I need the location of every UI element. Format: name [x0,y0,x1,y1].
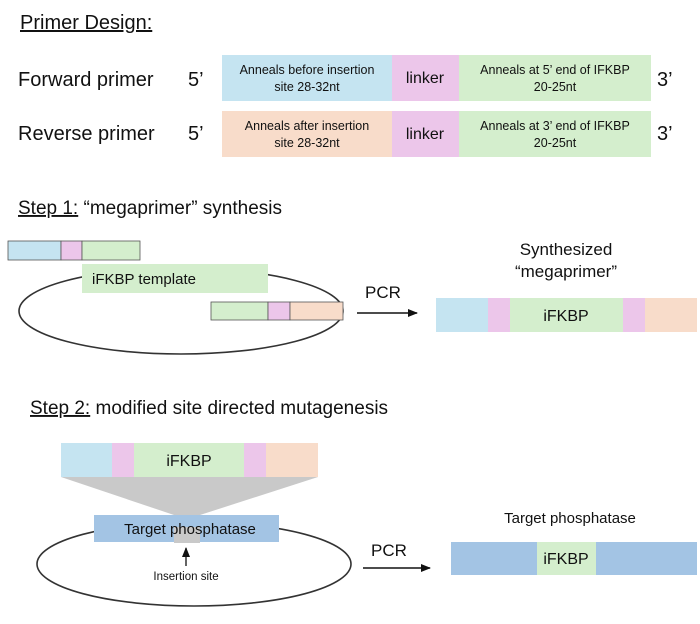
insertion-site-label: Insertion site [153,571,218,583]
result-ifkbp-label: iFKBP [543,551,588,568]
step1-fwd-pink-block [60,240,83,261]
step2-heading: Step 2: modified site directed mutagenes… [30,398,388,419]
step1-megaprimer-product: iFKBP [436,298,697,332]
reverse-five-prime-label: 5’ [188,123,204,145]
step1-template-box [82,264,268,293]
step2-megaprimer-insert: iFKBP [61,443,318,477]
reverse-linker-text: linker [406,126,445,143]
step1-rev-green-block [210,301,269,321]
step2-pcr-label: PCR [371,541,407,560]
reverse-anneal-after-segment [222,111,392,157]
insertion-funnel [61,477,318,515]
reverse-anneal-ifkbp-text-line2: 20-25nt [534,136,577,150]
megaprimer-blue-block [436,298,488,332]
forward-linker-segment [392,55,459,101]
step1-rev-peach-block [289,301,344,321]
megaprimer-pink-block-right [623,298,645,332]
reverse-anneal-after-text-line1: Anneals after insertion [245,119,369,133]
forward-primer-row: Forward primer 5’ Anneals before inserti… [18,55,673,101]
step1-heading-rest: “megaprimer” synthesis [78,198,282,219]
reverse-anneal-after-text-line2: site 28-32nt [274,136,340,150]
step1-fwd-blue-block [7,240,62,261]
insert-pink-block-right [244,443,266,477]
step2-result-construct: iFKBP [451,542,697,575]
step1-product-title-line2: “megaprimer” [515,262,617,281]
forward-three-prime-label: 3’ [657,69,673,91]
forward-linker-text: linker [406,70,445,87]
result-phosphatase-left [451,542,537,575]
reverse-linker-segment [392,111,459,157]
forward-five-prime-label: 5’ [188,69,204,91]
step1-product-title-line1: Synthesized [520,240,613,259]
step1-template-label: iFKBP template [92,271,196,288]
forward-anneal-before-text-line1: Anneals before insertion [240,63,375,77]
megaprimer-pink-block-left [488,298,510,332]
reverse-anneal-ifkbp-segment [459,111,651,157]
forward-anneal-before-text-line2: site 28-32nt [274,80,340,94]
result-phosphatase-right [596,542,697,575]
forward-anneal-ifkbp-segment [459,55,651,101]
step1-forward-primer [7,240,141,261]
step2-result-title: Target phosphatase [504,510,636,527]
step1-rev-pink-block [267,301,291,321]
forward-anneal-before-segment [222,55,392,101]
result-ifkbp-block [537,542,596,575]
step2-heading-prefix: Step 2: [30,398,90,419]
megaprimer-ifkbp-label: iFKBP [543,308,588,325]
reverse-primer-label: Reverse primer [18,123,155,145]
step1-heading-prefix: Step 1: [18,198,78,219]
reverse-three-prime-label: 3’ [657,123,673,145]
target-phosphatase-label: Target phosphatase [124,521,256,538]
insert-peach-block [266,443,318,477]
forward-primer-label: Forward primer [18,69,154,91]
insert-ifkbp-label: iFKBP [166,453,211,470]
step1-reverse-primer [210,301,344,321]
megaprimer-green-block [510,298,623,332]
step1-pcr-label: PCR [365,283,401,302]
forward-anneal-ifkbp-text-line2: 20-25nt [534,80,577,94]
step2-heading-rest: modified site directed mutagenesis [90,398,388,419]
step1-heading: Step 1: “megaprimer” synthesis [18,198,282,219]
step1-fwd-green-block [81,240,141,261]
reverse-anneal-ifkbp-text-line1: Anneals at 3’ end of IFKBP [480,119,630,133]
forward-anneal-ifkbp-text-line1: Anneals at 5’ end of IFKBP [480,63,630,77]
megaprimer-peach-block [645,298,697,332]
insertion-site-gap [174,527,200,543]
reverse-primer-row: Reverse primer 5’ Anneals after insertio… [18,111,673,157]
insert-pink-block-left [112,443,134,477]
primer-design-heading: Primer Design: [20,12,152,34]
insert-blue-block [61,443,112,477]
insert-green-block [134,443,244,477]
